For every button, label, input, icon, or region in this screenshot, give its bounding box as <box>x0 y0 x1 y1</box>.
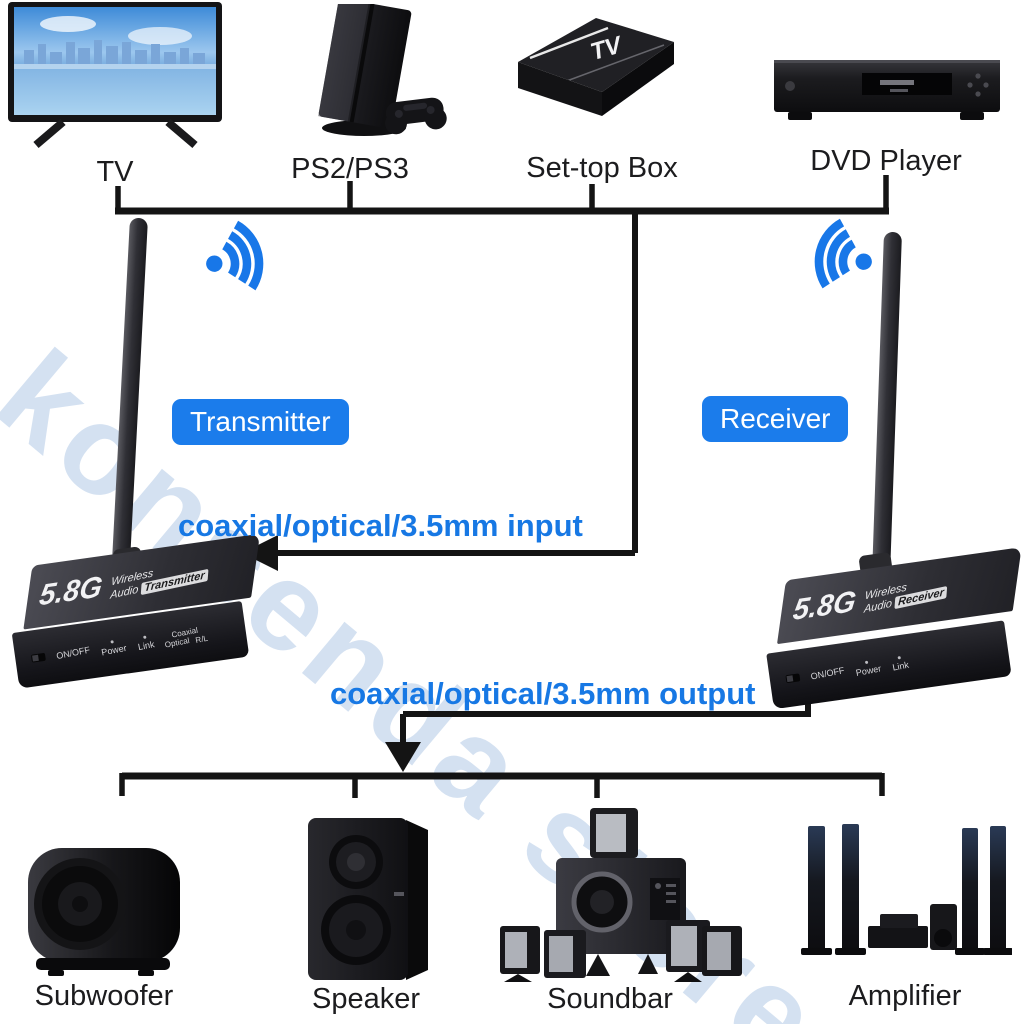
receiver-port-onoff: ON/OFF <box>809 665 846 682</box>
input-arrowhead <box>242 535 278 571</box>
transmitter-power-switch <box>30 652 46 663</box>
speaker-image <box>308 818 428 980</box>
source-label-dvd: DVD Player <box>810 145 962 177</box>
wifi-signal-icon-left <box>206 220 264 291</box>
input-connection-label: coaxial/optical/3.5mm input <box>178 508 583 543</box>
source-label-ps: PS2/PS3 <box>291 153 409 185</box>
receiver-port-power: Power <box>854 658 882 678</box>
sink-label-amplifier: Amplifier <box>848 980 962 1012</box>
sink-label-speaker: Speaker <box>311 983 421 1015</box>
transmitter-port-optical: Optical <box>164 635 191 650</box>
receiver-model-text: 5.8G <box>791 584 859 627</box>
transmitter-port-link: Link <box>136 634 155 652</box>
source-label-settop: Set-top Box <box>526 152 678 184</box>
transmitter-port-onoff: ON/OFF <box>55 644 91 662</box>
output-arrowhead <box>385 742 421 772</box>
transmitter-port-rl: R/L <box>194 633 209 645</box>
output-connection-label: coaxial/optical/3.5mm output <box>330 676 756 711</box>
settop-box-image: TV <box>518 18 674 116</box>
receiver-badge: Receiver <box>702 396 849 442</box>
receiver-port-link: Link <box>890 654 909 672</box>
sink-label-soundbar: Soundbar <box>547 983 673 1015</box>
soundbar-image <box>500 808 742 982</box>
ps-console-image <box>318 4 447 136</box>
receiver-power-switch <box>785 673 801 684</box>
subwoofer-image <box>28 848 180 976</box>
wifi-signal-icon-right <box>814 218 872 289</box>
transmitter-port-power: Power <box>100 637 127 657</box>
transmitter-model-text: 5.8G <box>37 570 105 612</box>
transmitter-badge: Transmitter <box>172 399 349 445</box>
source-label-tv: TV <box>96 156 134 188</box>
dvd-player-image <box>774 60 1000 120</box>
sink-label-subwoofer: Subwoofer <box>34 980 174 1012</box>
tv-image <box>8 2 222 149</box>
amplifier-image <box>801 824 1012 955</box>
